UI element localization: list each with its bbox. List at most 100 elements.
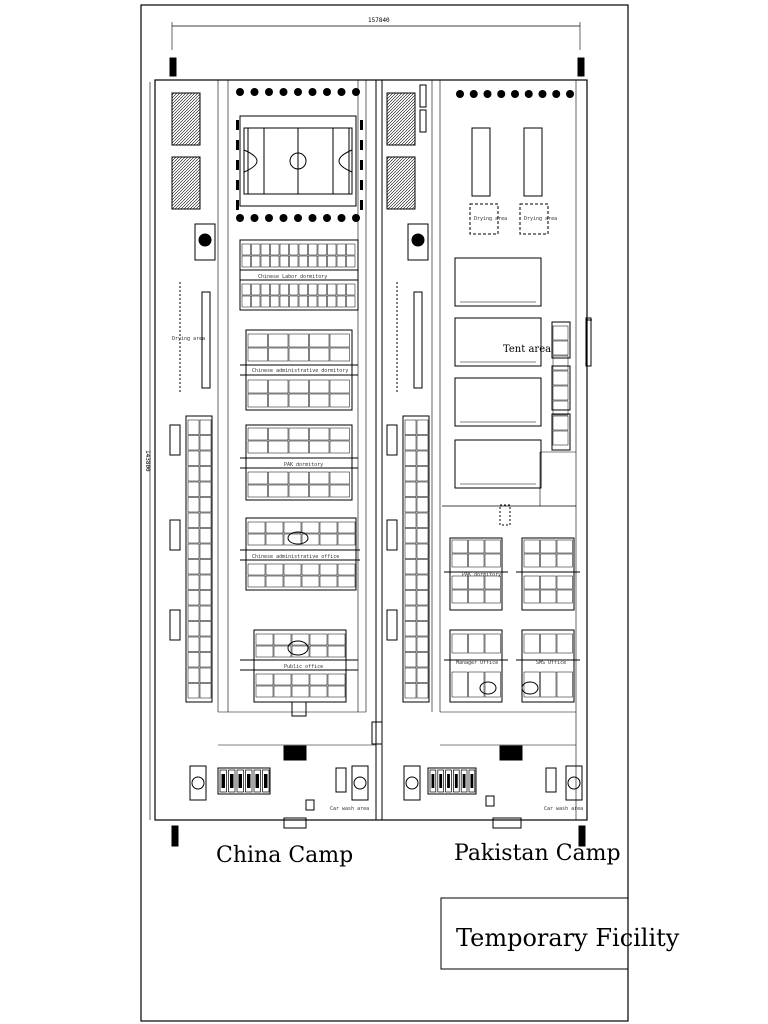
room-cell (265, 533, 284, 546)
room-cell (404, 466, 417, 482)
room-cell (404, 512, 417, 528)
hedge-mark (236, 200, 239, 210)
room-cell (337, 521, 356, 534)
room-cell (283, 521, 302, 534)
room-cell (301, 563, 320, 576)
room-cell (273, 645, 292, 658)
pak-drying-rack-1 (471, 127, 491, 197)
room-cell (523, 589, 540, 604)
room-cell (327, 243, 337, 256)
room-cell (416, 450, 429, 466)
storage-block-1 (171, 92, 201, 146)
pak-parking (427, 767, 477, 795)
room-cell (309, 484, 330, 498)
sheet-frame (140, 4, 629, 1022)
storage-block-4 (386, 156, 416, 210)
parking-bay (468, 769, 476, 793)
room-cell (404, 419, 417, 435)
tree-icon (308, 88, 317, 96)
admin-office (245, 517, 357, 591)
room-cell (265, 521, 284, 534)
tree-icon (524, 90, 533, 98)
pak-west-building (402, 415, 430, 703)
room-cell (187, 450, 200, 466)
room-cell (247, 563, 266, 576)
room-cell (309, 427, 330, 441)
room-cell (283, 533, 302, 546)
china-west-building (185, 415, 213, 703)
vehicle-icon (230, 774, 234, 788)
storage-block-2 (171, 156, 201, 210)
parking-bay (460, 769, 468, 793)
room-cell (540, 575, 557, 590)
room-cell (523, 539, 540, 554)
room-cell (468, 671, 485, 698)
room-cell (199, 481, 212, 497)
room-cell (273, 685, 292, 698)
tent-4 (454, 439, 542, 489)
room-cell (265, 563, 284, 576)
room-cell (251, 255, 261, 268)
china-car-wash (335, 767, 347, 793)
room-cell (288, 379, 309, 394)
room-cell (336, 283, 346, 296)
room-cell (247, 471, 268, 485)
room-cell (556, 671, 573, 698)
generator-china (194, 223, 216, 261)
room-cell (540, 589, 557, 604)
vehicle-icon (191, 776, 205, 790)
tree-icon (250, 88, 259, 96)
room-cell (404, 559, 417, 575)
room-cell (317, 295, 327, 308)
room-cell (251, 283, 261, 296)
room-cell (241, 295, 251, 308)
room-cell (199, 528, 212, 544)
room-cell (187, 528, 200, 544)
room-cell (336, 255, 346, 268)
room-cell (416, 667, 429, 683)
room-cell (416, 512, 429, 528)
title-block-frame (440, 897, 629, 970)
room-cell (329, 471, 350, 485)
hedge-mark (360, 200, 363, 210)
room-cell (329, 440, 350, 454)
room-cell (404, 543, 417, 559)
room-cell (404, 528, 417, 544)
dimension-height-label: 143800 (144, 450, 151, 472)
room-cell (308, 255, 318, 268)
room-cell (255, 645, 274, 658)
room-cell (270, 295, 280, 308)
room-cell (552, 385, 569, 401)
vehicle-icon (264, 774, 268, 788)
pak-drying-rack-2 (523, 127, 543, 197)
china-vehicle-right (351, 765, 369, 801)
room-cell (199, 512, 212, 528)
pak-manager-office-label: Manager Office (456, 660, 498, 666)
room-cell (309, 673, 328, 686)
room-cell (247, 521, 266, 534)
parking-bay (262, 769, 270, 793)
room-cell (187, 543, 200, 559)
room-cell (416, 590, 429, 606)
room-cell (337, 533, 356, 546)
room-cell (319, 521, 338, 534)
room-cell (329, 393, 350, 408)
room-cell (199, 559, 212, 575)
room-cell (279, 255, 289, 268)
room-cell (260, 295, 270, 308)
room-cell (327, 633, 346, 646)
room-cell (288, 393, 309, 408)
room-cell (552, 340, 569, 356)
room-cell (484, 589, 501, 604)
room-cell (308, 243, 318, 256)
room-cell (187, 435, 200, 451)
room-cell (329, 333, 350, 348)
pak-drying-area-1 (469, 203, 499, 235)
tree-icon (566, 90, 574, 98)
room-cell (279, 295, 289, 308)
vehicle-icon (462, 774, 466, 788)
room-cell (416, 419, 429, 435)
room-cell (523, 575, 540, 590)
tree-icon (250, 214, 259, 222)
